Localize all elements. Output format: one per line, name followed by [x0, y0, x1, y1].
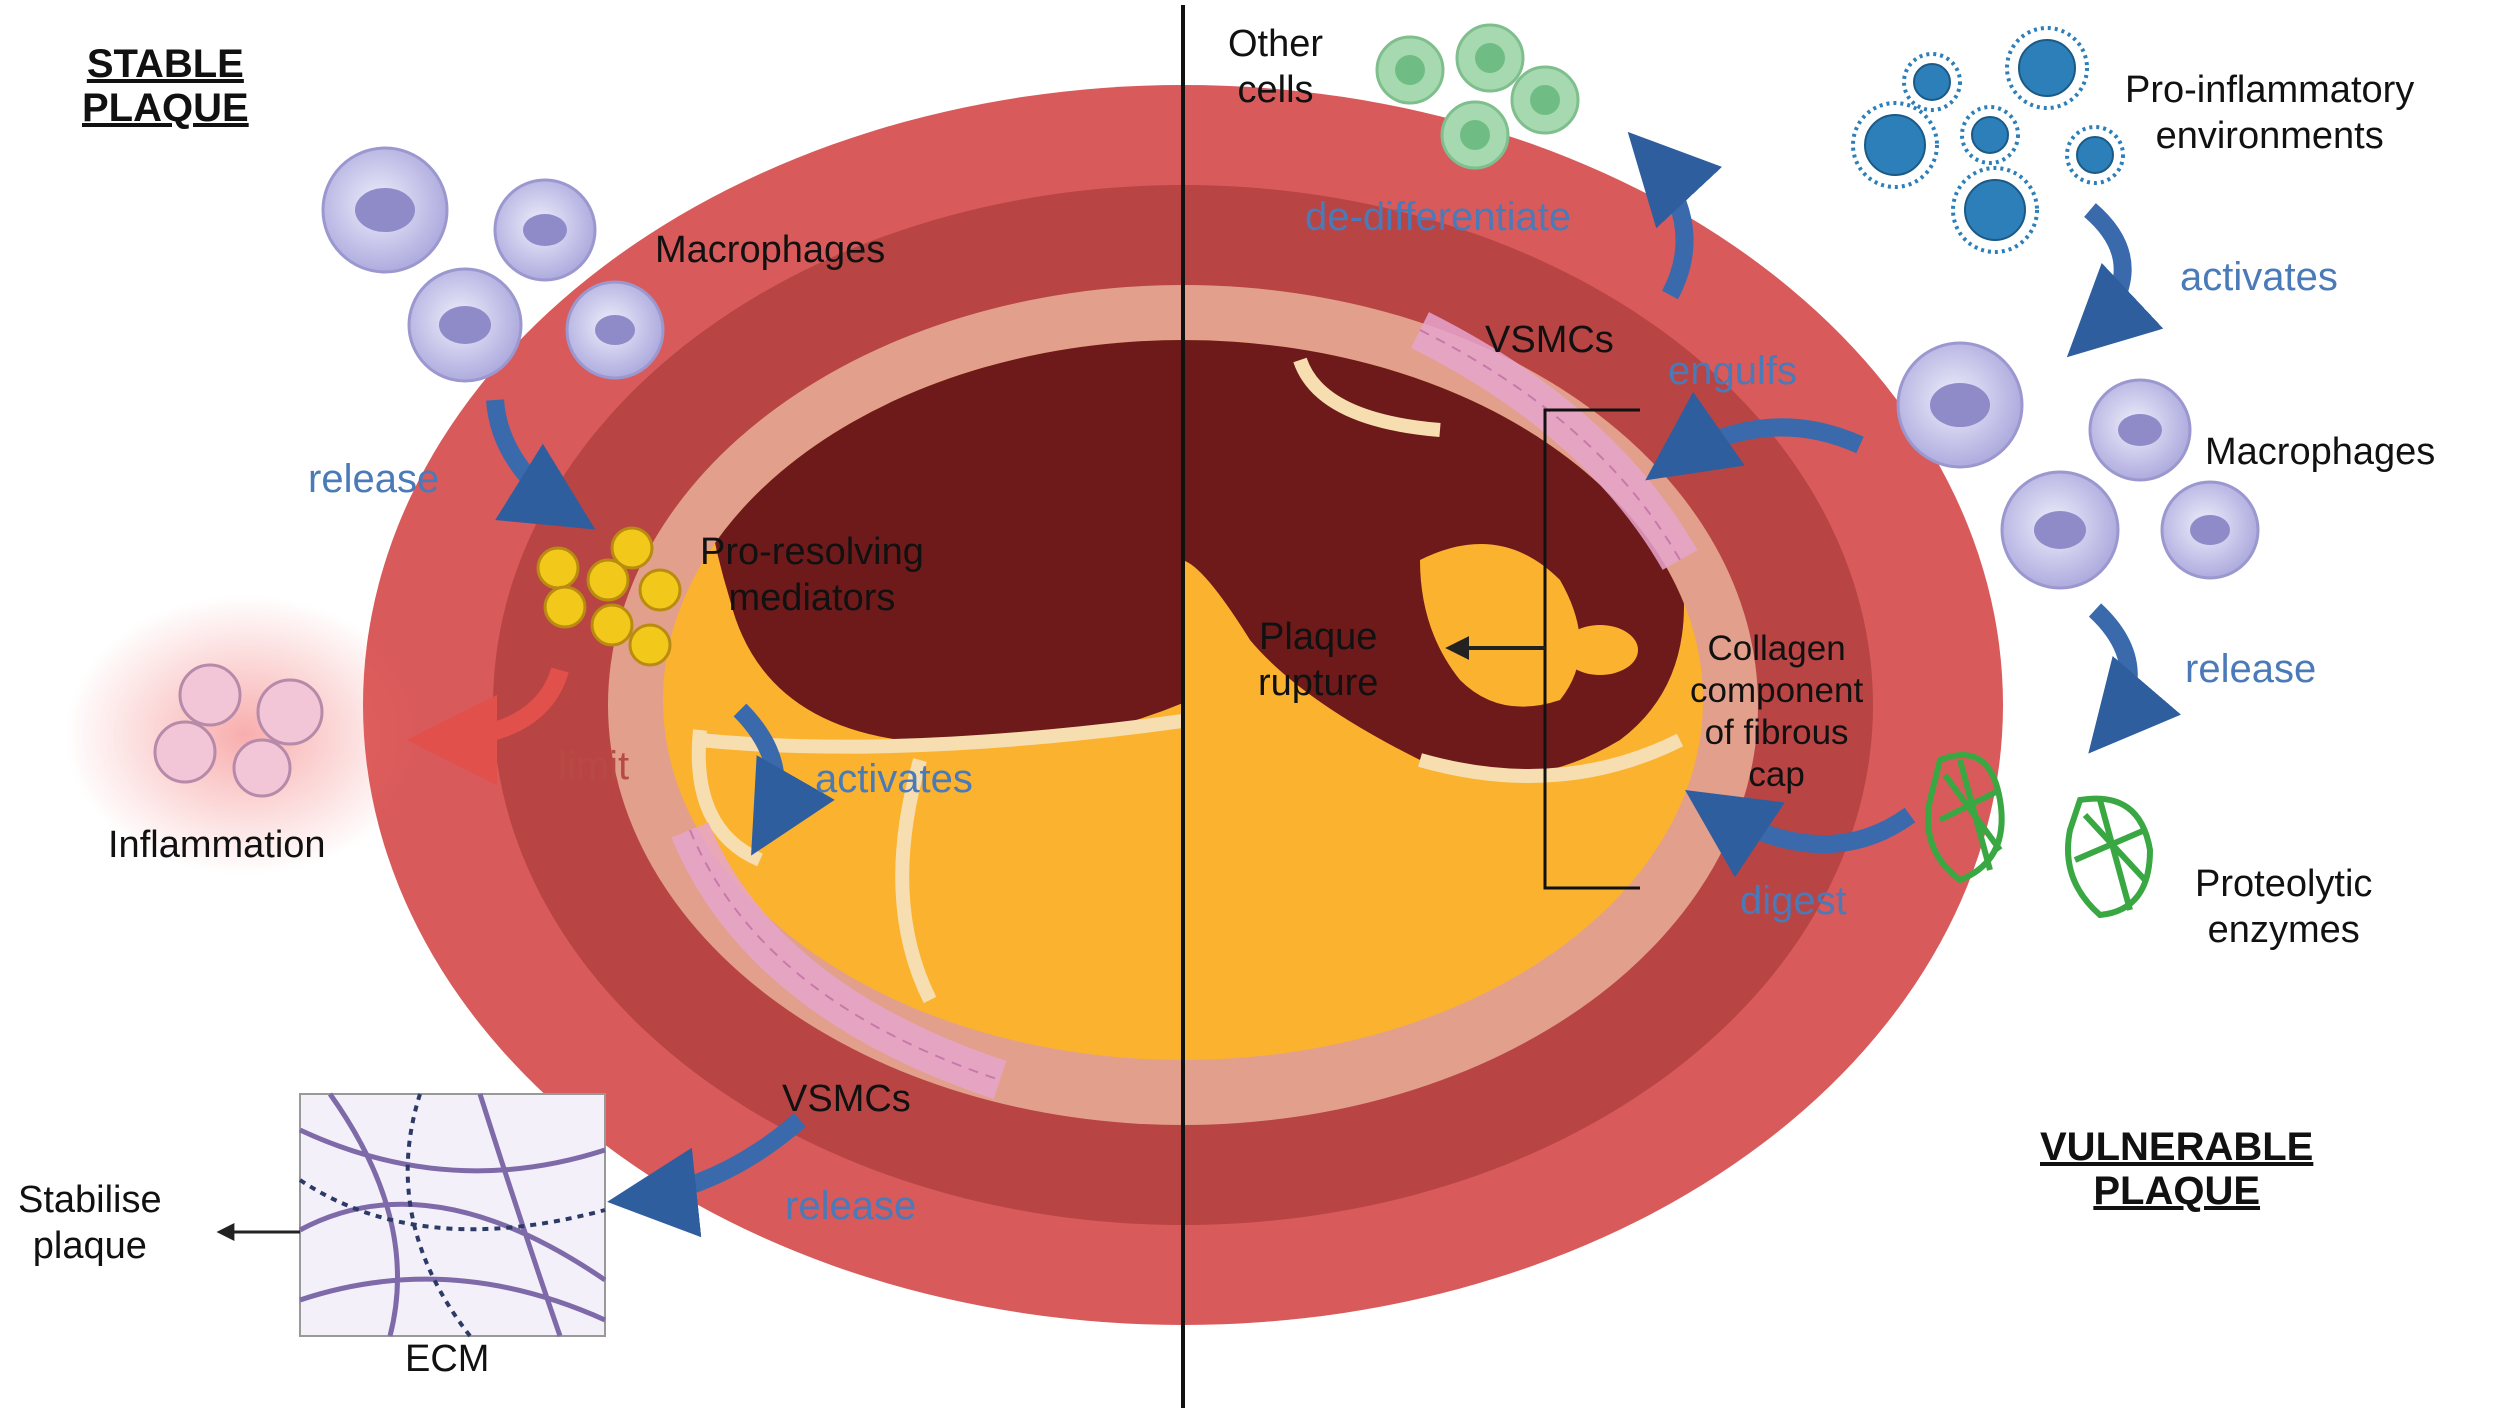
pro-resolving-mediators-label: Pro-resolving mediators — [700, 530, 924, 621]
pro-inflammatory-viruses — [1864, 39, 2114, 241]
proteolytic-enzymes-label: Proteolytic enzymes — [2195, 862, 2372, 953]
collagen-label: Collagen component of fibrous cap — [1690, 628, 1863, 796]
vulnerable-plaque-lumen — [1183, 312, 1703, 1060]
release-arrow-right — [2088, 603, 2182, 754]
other-cells-line1: Other — [1228, 23, 1324, 65]
stabilise-line2: plaque — [32, 1224, 147, 1267]
stable-plaque-title-line1: STABLE — [86, 42, 244, 86]
macrophages-label-left: Macrophages — [655, 229, 886, 271]
activates-label-right: activates — [2180, 255, 2338, 299]
vulnerable-plaque-title-line1: VULNERABLE — [2040, 1125, 2314, 1169]
pro-inflammatory-label: Pro-inflammatory environments — [2125, 68, 2414, 159]
digest-arrow — [1685, 790, 1916, 878]
proteolytic-enzymes — [1925, 752, 2154, 919]
engulfs-arrow — [1645, 391, 1864, 481]
release-label-right: release — [2185, 647, 2317, 691]
release-label-1: release — [308, 457, 440, 501]
macrophages-label-right: Macrophages — [2205, 431, 2436, 473]
release-arrow-1 — [486, 399, 596, 530]
inflammatory-cells — [153, 663, 324, 798]
proteolytic-line2: enzymes — [2207, 908, 2360, 951]
limit-arrow — [407, 667, 569, 785]
de-differentiate-label: de-differentiate — [1305, 195, 1572, 239]
pro-resolving-line2: mediators — [728, 576, 896, 619]
activates-arrow-left — [733, 703, 835, 856]
vulnerable-plaque-title-line2: PLAQUE — [2093, 1169, 2261, 1213]
inflammation-label: Inflammation — [108, 824, 326, 866]
activates-label-left: activates — [815, 757, 973, 801]
activates-arrow-right — [2066, 203, 2164, 358]
pro-inflammatory-line2: environments — [2155, 114, 2384, 157]
collagen-line4: cap — [1748, 755, 1805, 794]
plaque-rupture-line2: rupture — [1258, 661, 1379, 704]
pro-inflammatory-line1: Pro-inflammatory — [2125, 69, 2415, 111]
stable-plaque-title: STABLE PLAQUE — [82, 42, 249, 130]
proteolytic-line1: Proteolytic — [2195, 863, 2373, 905]
plaque-rupture-line1: Plaque — [1259, 616, 1378, 658]
plaque-rupture-label: Plaque rupture — [1258, 615, 1378, 706]
release-arrow-2 — [607, 1113, 806, 1238]
other-cells-line2: cells — [1237, 68, 1314, 111]
collagen-line2: component — [1690, 671, 1864, 710]
ecm-label: ECM — [405, 1338, 490, 1380]
limit-label: limit — [558, 744, 630, 788]
other-cells-label: Other cells — [1228, 22, 1323, 113]
engulfs-label: engulfs — [1668, 349, 1797, 393]
pro-resolving-mediators — [536, 526, 682, 667]
stabilise-line1: Stabilise — [18, 1179, 162, 1221]
vsmcs-label-left: VSMCs — [782, 1078, 911, 1120]
de-differentiate-arrow — [1627, 131, 1723, 300]
stabilise-plaque-label: Stabilise plaque — [18, 1178, 162, 1269]
ecm-box — [298, 1092, 607, 1338]
digest-label: digest — [1740, 879, 1847, 923]
pro-resolving-line1: Pro-resolving — [700, 531, 924, 573]
inflammation-glow — [65, 595, 425, 875]
vsmcs-label-right: VSMCs — [1485, 319, 1614, 361]
vulnerable-plaque-title: VULNERABLE PLAQUE — [2040, 1125, 2313, 1213]
release-label-2: release — [785, 1184, 917, 1228]
stable-plaque-title-line2: PLAQUE — [82, 86, 249, 130]
necrotic-core — [1420, 544, 1580, 707]
collagen-line1: Collagen — [1707, 629, 1846, 668]
collagen-line3: of fibrous — [1704, 713, 1849, 752]
